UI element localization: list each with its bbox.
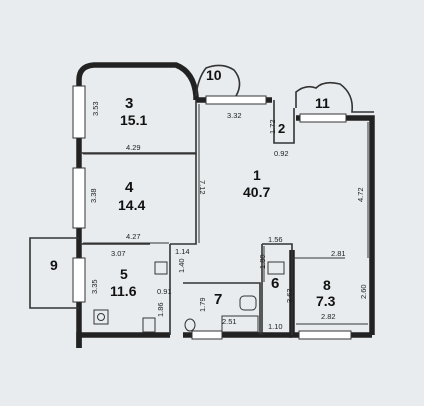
balcony-9-outline xyxy=(29,237,79,309)
balcony-10-outline xyxy=(195,64,241,101)
room-10-number: 10 xyxy=(206,67,222,83)
stove-burner-icon xyxy=(97,313,105,321)
dim-2-51: 2.51 xyxy=(222,317,237,326)
room-5-area: 11.6 xyxy=(110,283,137,299)
room-3-number: 3 xyxy=(125,95,133,112)
wall-room4-right xyxy=(170,153,197,245)
dim-4-72: 4.72 xyxy=(356,187,365,202)
sink-icon xyxy=(142,317,156,333)
room-4-number: 4 xyxy=(125,179,134,196)
dim-4-29: 4.29 xyxy=(126,143,141,152)
window-room7-bottom xyxy=(191,330,223,340)
dim-1-79: 1.79 xyxy=(198,297,207,312)
dim-1-10: 1.10 xyxy=(268,322,283,331)
wall-room6 xyxy=(262,243,293,335)
room-8-number: 8 xyxy=(323,277,331,293)
dim-3-53: 3.53 xyxy=(91,101,100,116)
room-9-number: 9 xyxy=(50,257,58,273)
room-1-area: 40.7 xyxy=(243,184,270,200)
room-4-area: 14.4 xyxy=(118,197,145,213)
dim-2-81: 2.81 xyxy=(331,249,346,258)
dim-1-56: 1.56 xyxy=(268,235,283,244)
room-2-number: 2 xyxy=(278,121,285,136)
outer-wall-bottom-left xyxy=(76,332,170,348)
room2-walls xyxy=(273,100,295,144)
dim-1-40: 1.40 xyxy=(177,258,186,273)
stove-icon xyxy=(93,309,109,325)
dim-3-63: 3.63 xyxy=(285,288,294,303)
bathtub-icon xyxy=(221,315,259,333)
windows xyxy=(72,85,352,340)
outer-wall-room3-top xyxy=(76,62,199,100)
washbasin-icon xyxy=(239,295,257,311)
room-labels: 3 15.1 4 14.4 1 40.7 5 11.6 8 7.3 6 7 9 … xyxy=(50,67,336,309)
room-6-number: 6 xyxy=(271,275,279,292)
dim-3-38: 3.38 xyxy=(89,188,98,203)
room-1-number: 1 xyxy=(253,167,261,183)
toilet-icon xyxy=(184,318,196,332)
shaft-icon xyxy=(267,261,285,275)
dim-1-80: 1.80 xyxy=(258,254,267,269)
room-8-area: 7.3 xyxy=(316,293,336,309)
dimension-labels: 3.53 3.32 1.72 0.92 4.29 7.12 4.72 3.38 … xyxy=(89,101,368,331)
window-top-middle xyxy=(205,95,267,105)
dim-2-82: 2.82 xyxy=(321,312,336,321)
room-11-number: 11 xyxy=(315,95,330,111)
dim-1-72: 1.72 xyxy=(268,119,277,134)
dim-7-12: 7.12 xyxy=(198,180,207,195)
window-room1-right xyxy=(299,113,347,123)
dim-1-86: 1.86 xyxy=(156,302,165,317)
window-room3 xyxy=(72,85,86,139)
fixtures xyxy=(93,261,285,333)
dim-3-32: 3.32 xyxy=(227,111,242,120)
dim-3-35: 3.35 xyxy=(90,279,99,294)
window-room4 xyxy=(72,167,86,229)
vent-shaft-icon xyxy=(154,261,168,275)
room-3-area: 15.1 xyxy=(120,112,147,128)
dim-4-27: 4.27 xyxy=(126,232,141,241)
wall-room7 xyxy=(183,282,261,335)
window-room8-bottom xyxy=(298,330,352,340)
dim-1-14: 1.14 xyxy=(175,247,190,256)
dim-0-91: 0.91 xyxy=(157,287,172,296)
balcony-11-outline xyxy=(295,81,374,113)
dim-2-60: 2.60 xyxy=(359,284,368,299)
dim-0-92: 0.92 xyxy=(274,149,289,158)
dimension-lines xyxy=(83,104,369,325)
room-5-number: 5 xyxy=(120,266,128,282)
dim-3-07: 3.07 xyxy=(111,249,126,258)
room-7-number: 7 xyxy=(214,291,222,308)
window-room5 xyxy=(72,257,86,303)
